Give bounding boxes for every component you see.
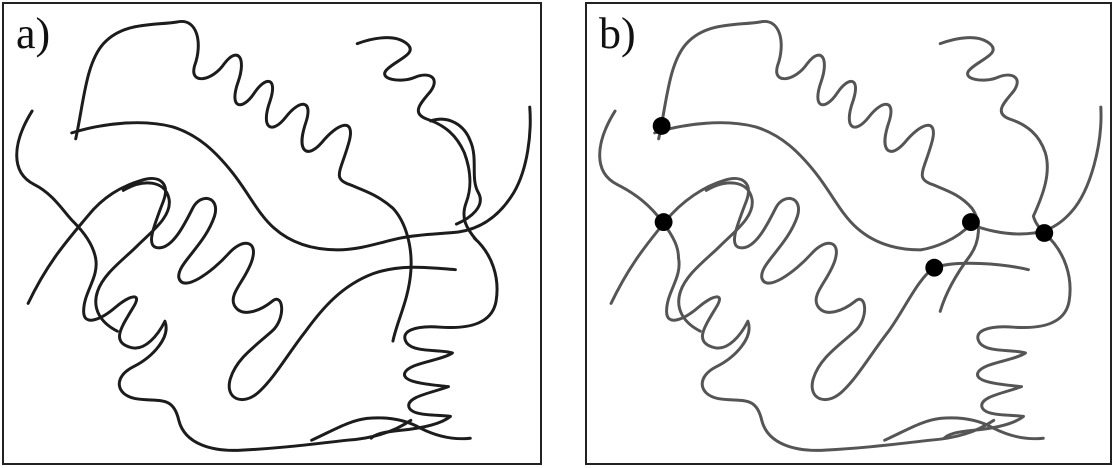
crosslink-point-1 — [653, 117, 671, 135]
chain-2 — [17, 111, 411, 450]
crosslink-point-4 — [1035, 224, 1053, 242]
panel-b-crosslinked-network: b) — [585, 2, 1112, 465]
panel-b-label: b) — [597, 12, 638, 56]
panel-a-label: a) — [14, 12, 52, 56]
chain-3 — [28, 179, 455, 400]
chain-9 — [312, 418, 471, 440]
panel-b-network-drawing — [587, 4, 1110, 463]
crosslink-point-5 — [925, 259, 943, 277]
chain-9 — [885, 418, 1044, 440]
panel-a-uncrosslinked-chains: a) — [2, 2, 542, 465]
chain-5 — [940, 38, 1047, 234]
panel-a-chains-drawing — [4, 4, 540, 463]
chain-4 — [655, 107, 1101, 250]
chain-1 — [76, 21, 411, 341]
chain-2 — [600, 111, 994, 450]
crosslink-point-2 — [655, 213, 673, 231]
crosslink-point-3 — [962, 213, 980, 231]
chain-5 — [357, 38, 476, 240]
chain-6 — [431, 119, 481, 224]
